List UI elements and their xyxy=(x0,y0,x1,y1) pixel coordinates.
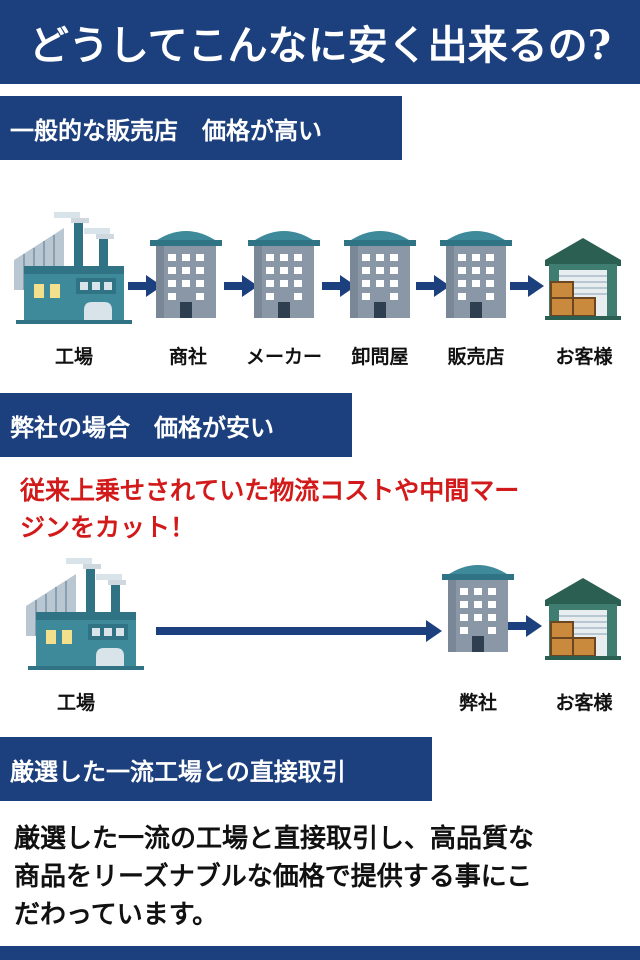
warehouse-icon xyxy=(544,237,622,321)
building-icon xyxy=(440,231,512,318)
arrow-right-icon xyxy=(510,275,544,297)
label-maker: メーカー xyxy=(245,346,322,368)
section3-heading: 厳選した一流工場との直接取引 xyxy=(0,737,432,801)
building-icon xyxy=(150,231,222,318)
description-line1: 厳選した一流の工場と直接取引し、高品質な xyxy=(14,824,535,854)
cost-cut-note: 従来上乗せされていた物流コストや中間マー ジンをカット！ xyxy=(20,472,630,546)
factory-icon xyxy=(25,557,145,671)
flow-diagram-general xyxy=(13,211,622,325)
label-our-company: 弊社 xyxy=(458,692,497,714)
arrow-right-icon xyxy=(508,615,542,637)
section1-heading: 一般的な販売店 価格が高い xyxy=(0,96,402,160)
building-icon xyxy=(442,565,514,652)
page-title: どうしてこんなに安く出来るの? xyxy=(0,0,640,84)
label-retailer: 販売店 xyxy=(447,346,505,368)
description-line3: だわっています。 xyxy=(14,900,219,930)
footer-bar xyxy=(0,946,640,960)
arrow-right-icon xyxy=(416,275,450,297)
label-customer: お客様 xyxy=(555,346,613,368)
warehouse-icon xyxy=(544,577,622,661)
direct-trade-description: 厳選した一流の工場と直接取引し、高品質な 商品をリーズナブルな価格で提供する事に… xyxy=(14,820,634,934)
cost-cut-note-line2: ジンをカット！ xyxy=(20,513,196,542)
long-arrow-icon xyxy=(156,620,442,642)
building-icon xyxy=(344,231,416,318)
label-wholesaler: 卸問屋 xyxy=(351,346,409,368)
arrow-right-icon xyxy=(224,275,258,297)
flow-diagram-ours xyxy=(25,557,622,671)
label-trading-company: 商社 xyxy=(168,346,207,368)
section2-heading: 弊社の場合 価格が安い xyxy=(0,393,352,457)
building-icon xyxy=(248,231,320,318)
factory-icon xyxy=(13,211,133,325)
cost-cut-note-line1: 従来上乗せされていた物流コストや中間マー xyxy=(20,476,520,505)
label-factory-ours: 工場 xyxy=(56,692,95,714)
label-factory: 工場 xyxy=(54,346,93,368)
label-customer-ours: お客様 xyxy=(555,692,613,714)
description-line2: 商品をリーズナブルな価格で提供する事にこ xyxy=(14,862,533,892)
